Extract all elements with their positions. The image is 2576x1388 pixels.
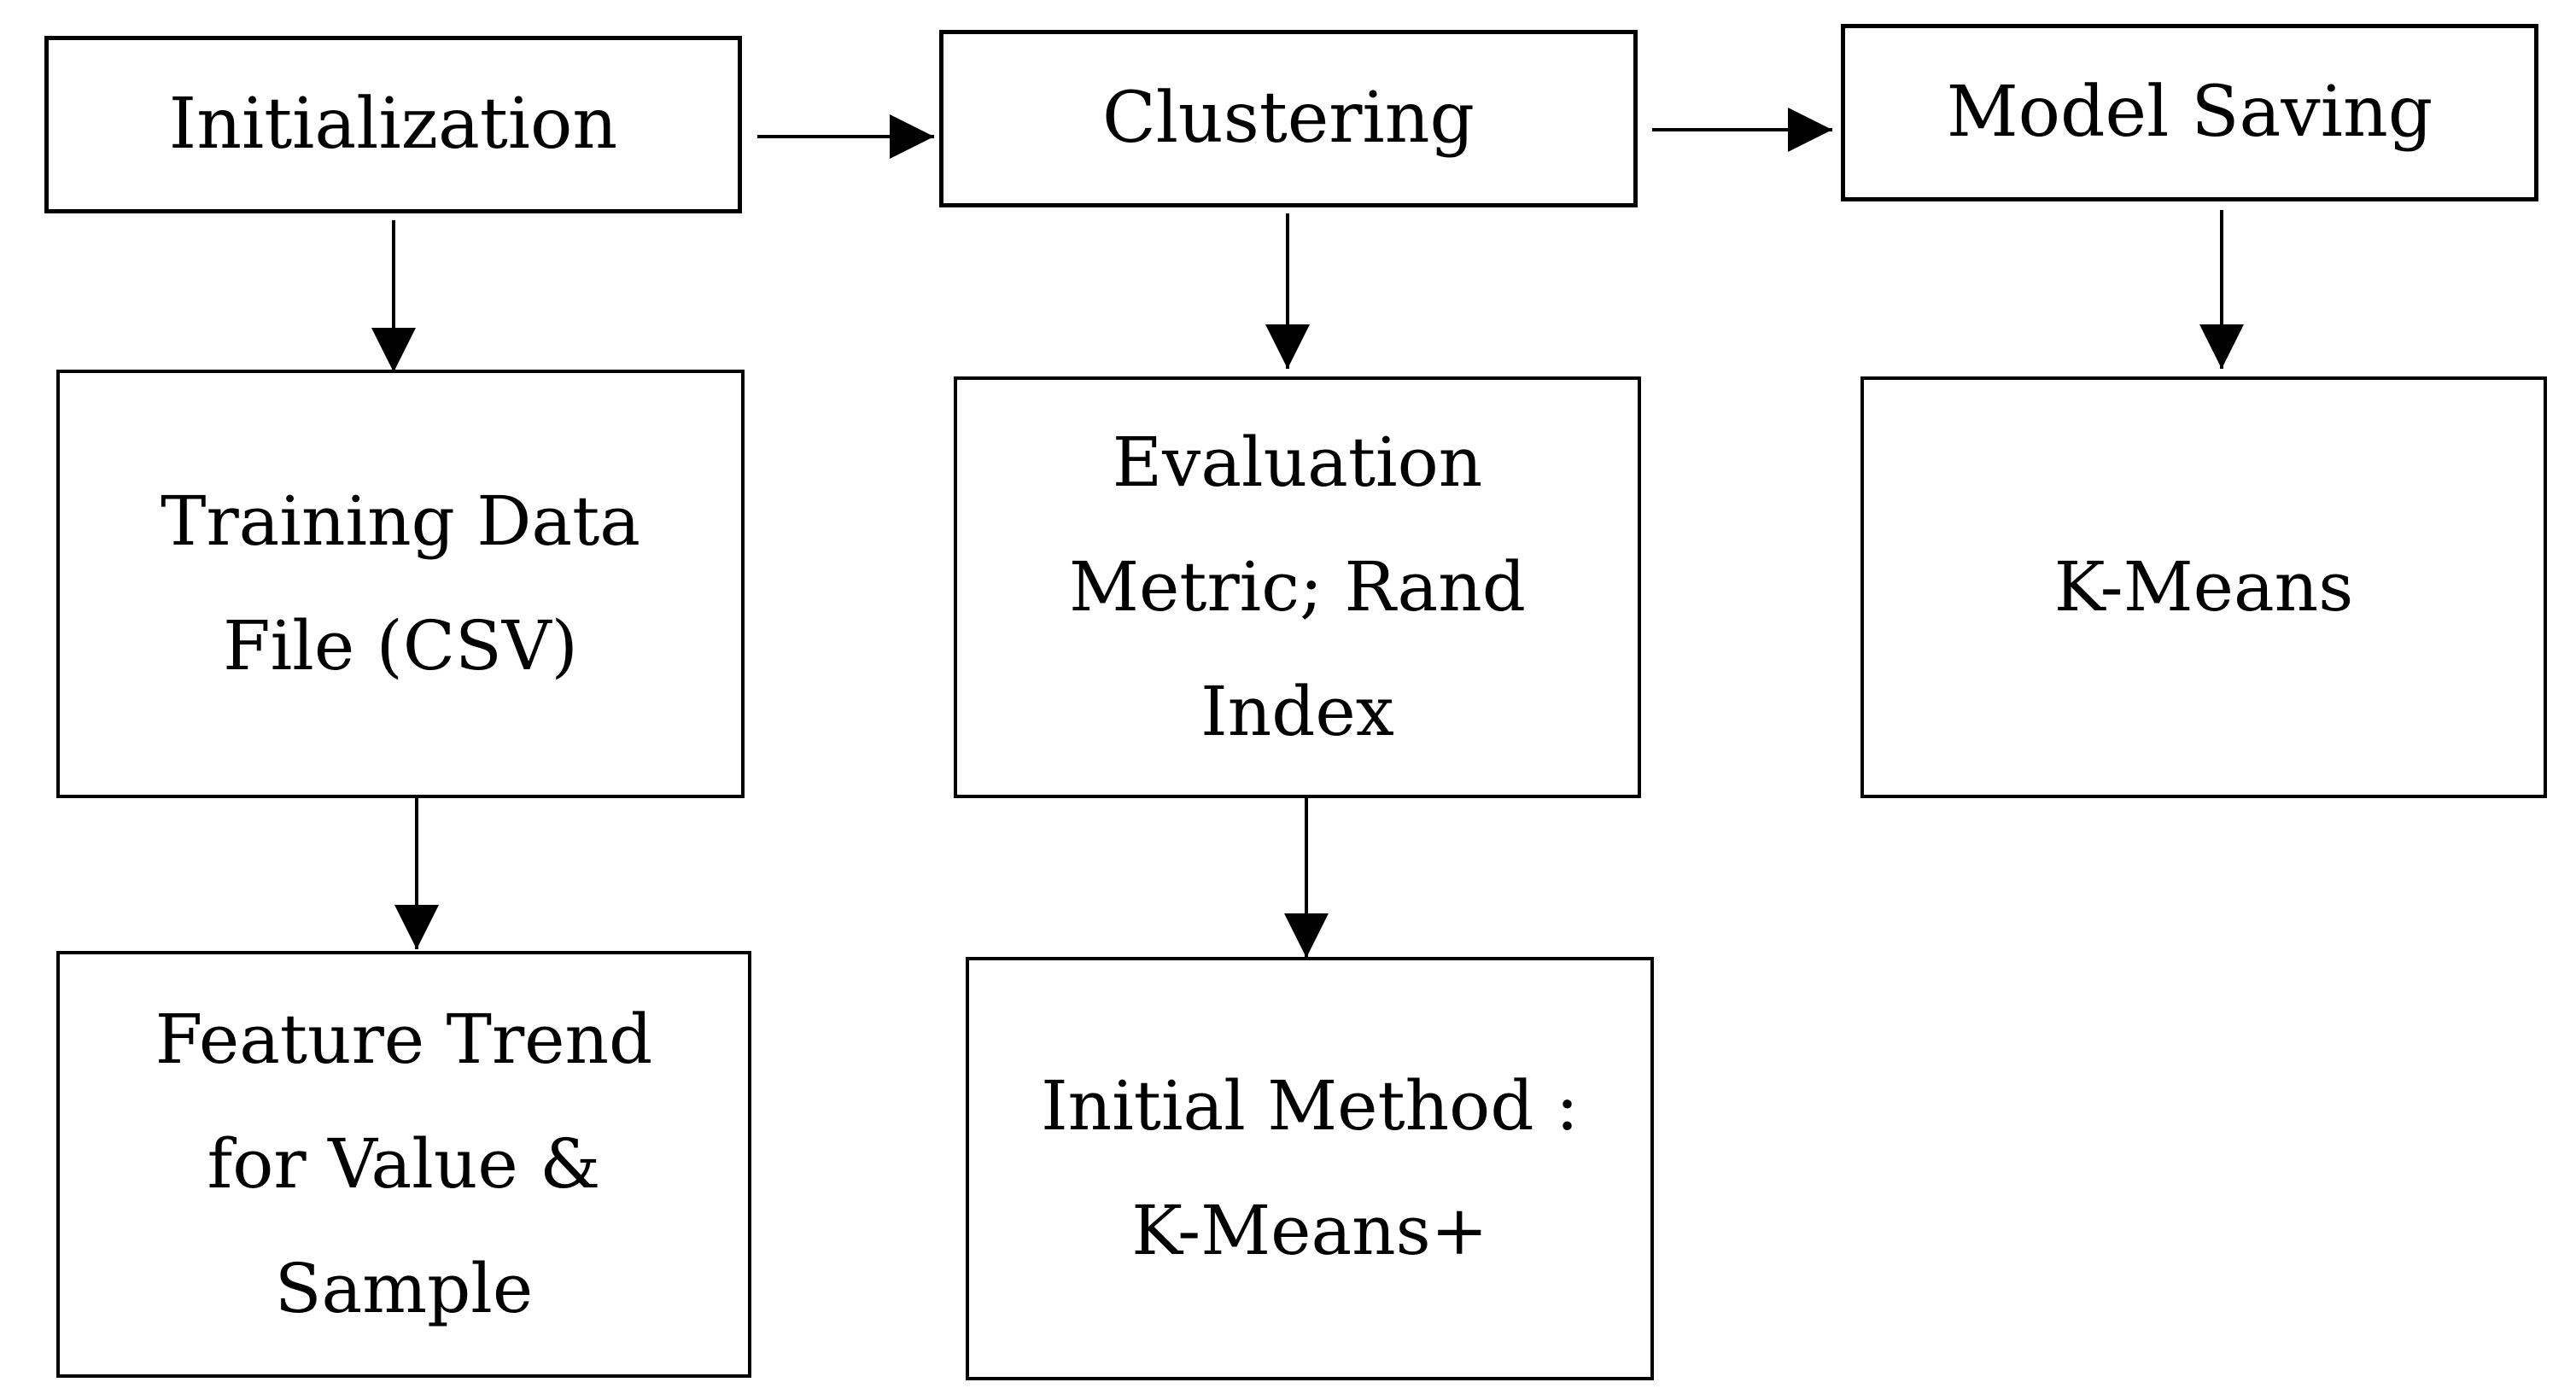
training-data-box: Training Data File (CSV): [56, 370, 745, 798]
model-saving-label: Model Saving: [1946, 72, 2433, 153]
k-means-box: K-Means: [1860, 376, 2547, 798]
feature-trend-box: Feature Trend for Value & Sample: [56, 951, 751, 1378]
initialization-box: Initialization: [44, 36, 742, 213]
k-means-label: K-Means: [2053, 547, 2354, 627]
initial-method-label: Initial Method : K-Means+: [1041, 1066, 1579, 1270]
evaluation-metric-box: Evaluation Metric; Rand Index: [954, 376, 1641, 798]
feature-trend-label: Feature Trend for Value & Sample: [155, 1000, 653, 1328]
initialization-label: Initialization: [168, 84, 618, 165]
clustering-label: Clustering: [1101, 78, 1475, 159]
evaluation-metric-label: Evaluation Metric; Rand Index: [1069, 423, 1526, 751]
training-data-label: Training Data File (CSV): [161, 481, 640, 685]
model-saving-box: Model Saving: [1841, 24, 2538, 201]
clustering-box: Clustering: [939, 30, 1638, 207]
initial-method-box: Initial Method : K-Means+: [966, 957, 1654, 1380]
